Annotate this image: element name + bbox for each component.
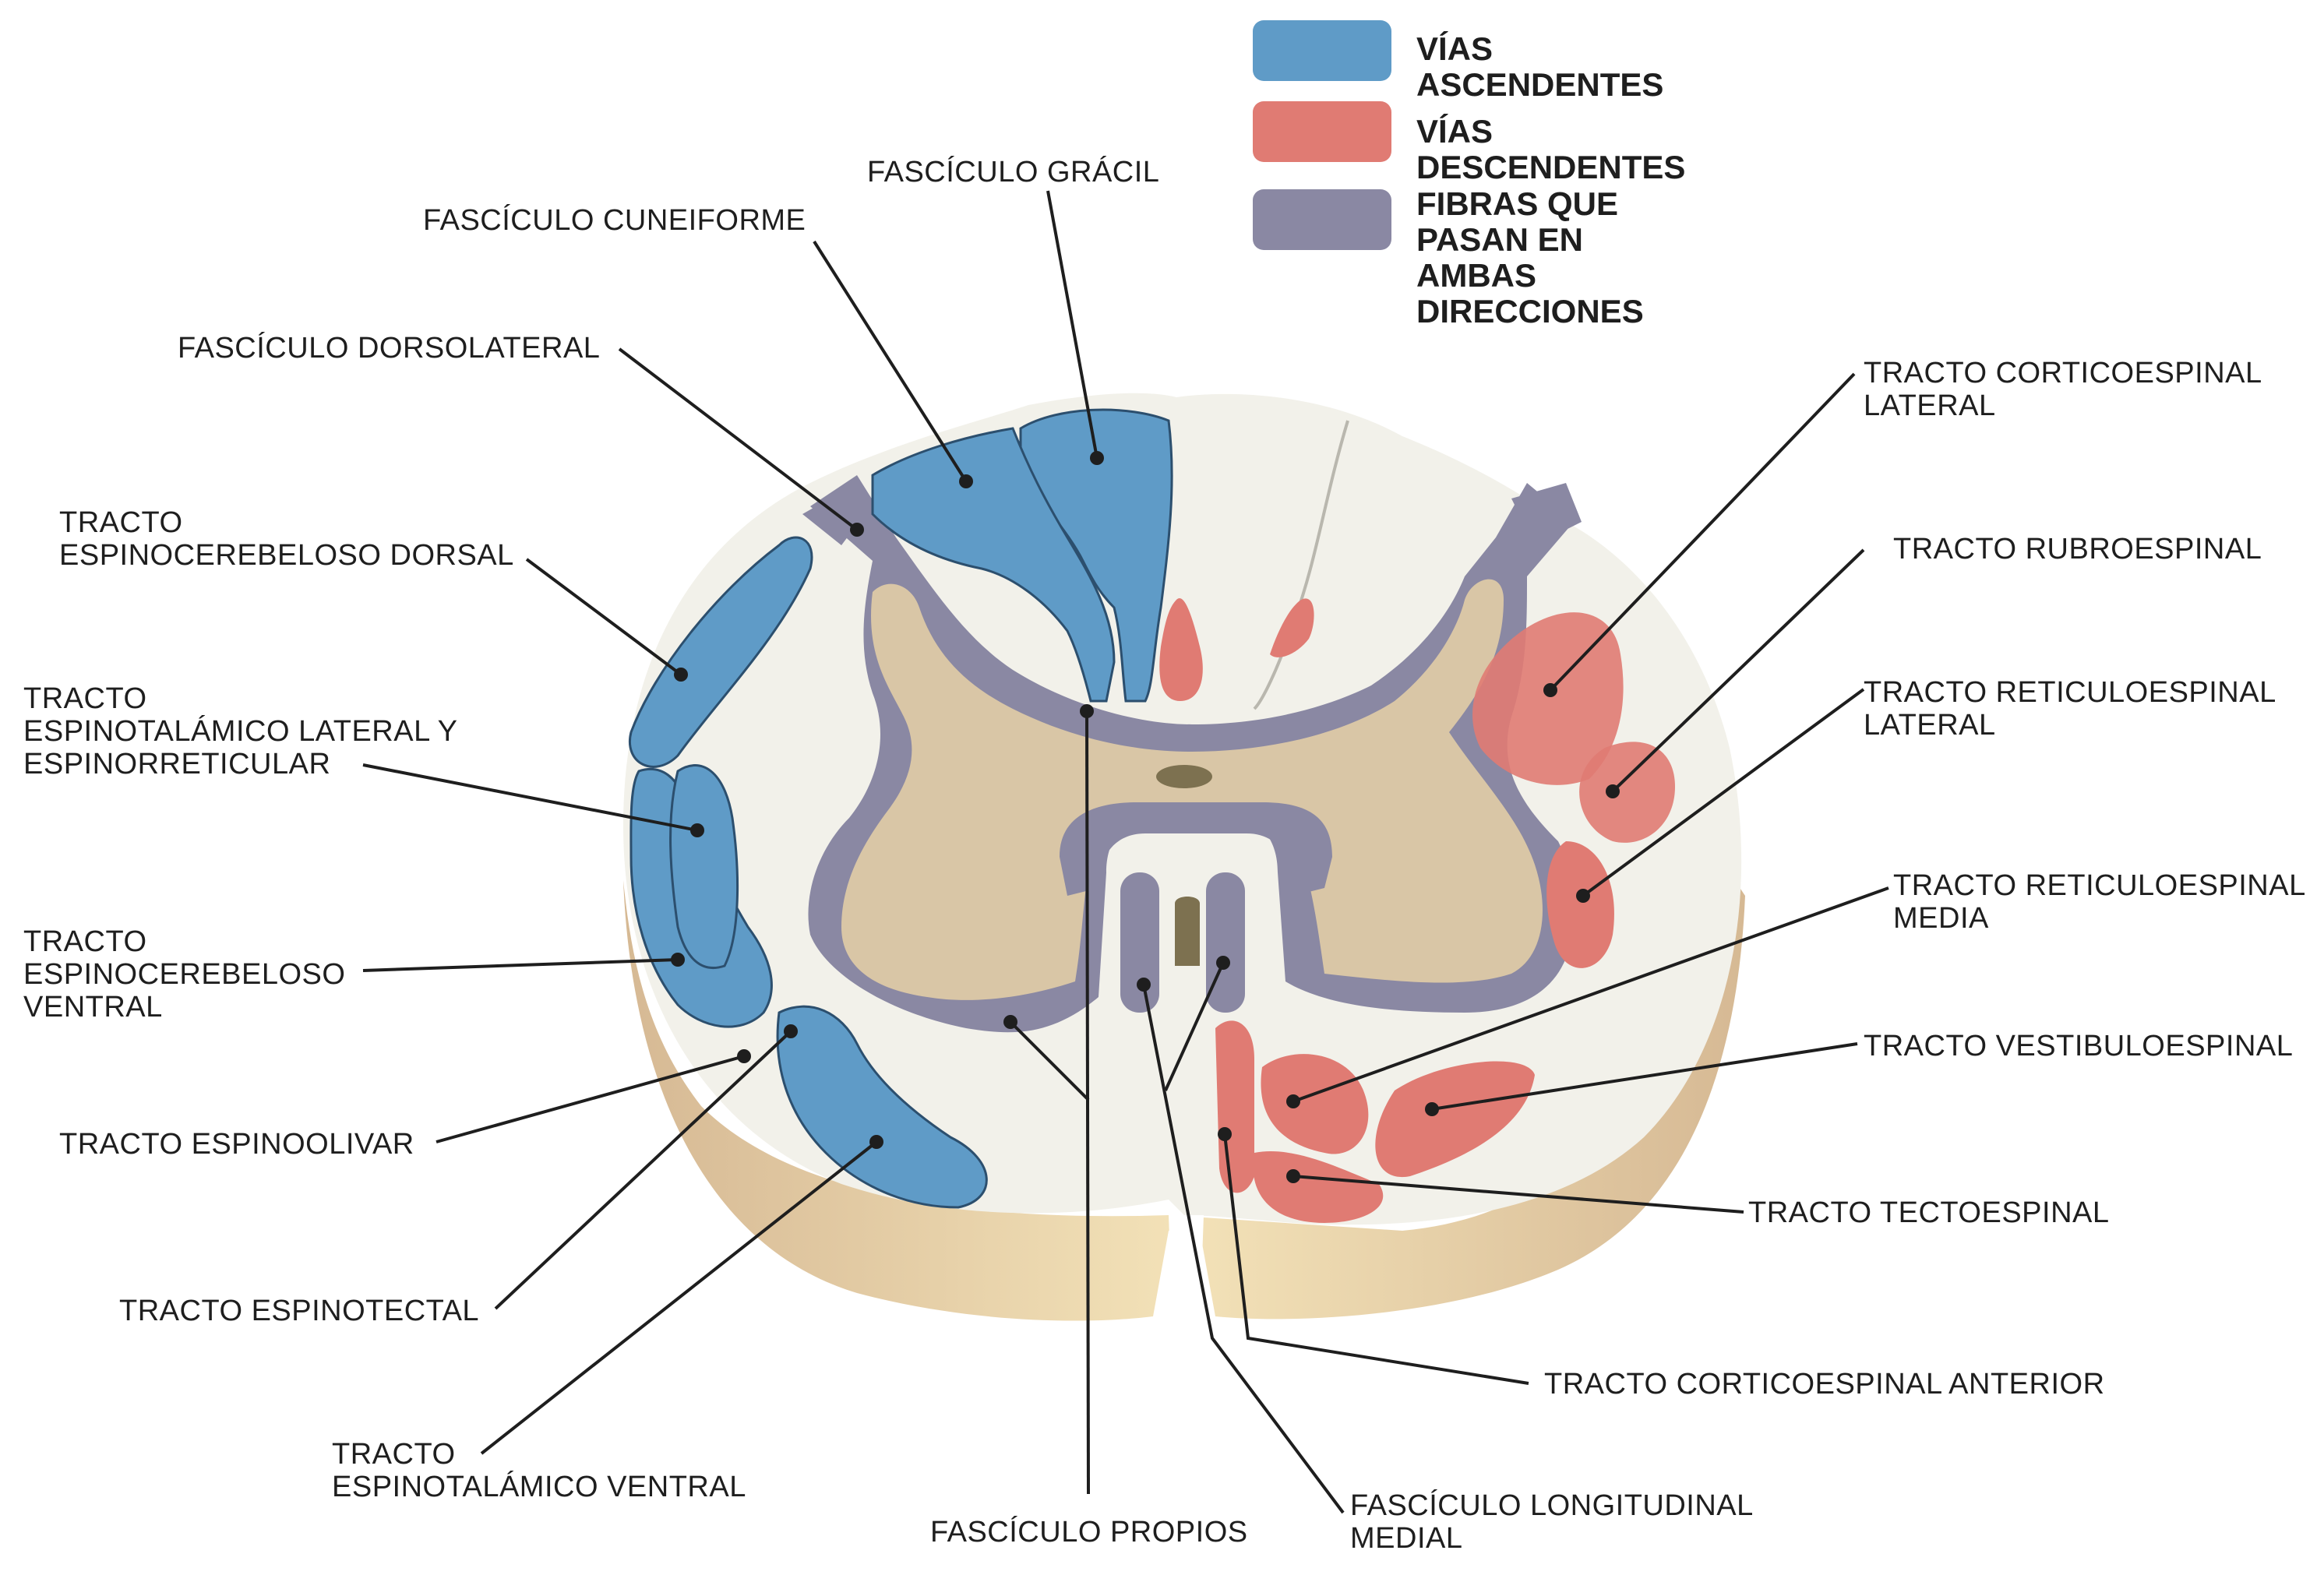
leader-fasciculo-gracil-dot (1090, 451, 1104, 465)
leader-corticoespinal-lateral (1549, 372, 1856, 692)
medial-column-left (1120, 872, 1159, 1013)
fasciculus-cuneatus (871, 427, 1116, 703)
label-fasciculo-dorsolateral: FASCÍCULO DORSOLATERAL (178, 332, 601, 365)
label-tracto-espinocerebeloso-ventral: TRACTO ESPINOCEREBELOSO VENTRAL (23, 925, 346, 1024)
tracto-vestibuloespinal (1375, 1061, 1535, 1178)
leader-lines (362, 190, 1889, 1514)
leader-corticoespinal-anterior-dot (1218, 1127, 1232, 1141)
leader-espinotectal (494, 1030, 792, 1310)
label-fasciculo-gracil: FASCÍCULO GRÁCIL (867, 156, 1160, 189)
leader-rubroespinal (1611, 548, 1865, 793)
pia-mater-rim (623, 872, 1745, 1321)
leader-longitudinal-medial (1142, 984, 1345, 1514)
label-tracto-espinotalamico-ventral: TRACTO ESPINOTALÁMICO VENTRAL (332, 1438, 746, 1503)
leader-espinocerebeloso-dorsal-dot (674, 668, 688, 682)
leader-corticoespinal-anterior (1223, 1133, 1529, 1385)
legend-swatch-ascending (1253, 20, 1391, 81)
dorsal-descending-spot-2 (1270, 598, 1314, 657)
legend-label-ascending: VÍAS ASCENDENTES (1416, 30, 1664, 103)
dorsal-descending-spot-1 (1159, 598, 1203, 701)
label-tracto-tectoespinal: TRACTO TECTOESPINAL (1748, 1196, 2110, 1229)
leader-espinotalamico-lateral (362, 763, 698, 832)
tracto-espinotalamico-ventral (776, 1005, 988, 1209)
label-tracto-rubroespinal: TRACTO RUBROESPINAL (1893, 533, 2262, 566)
label-tracto-reticuloespinal-lateral: TRACTO RETICULOESPINAL LATERAL (1864, 676, 2276, 742)
leader-fasciculo-propios-2-dot (1003, 1015, 1017, 1029)
tracto-espinocerebeloso-dorsal (629, 536, 813, 768)
medial-column-right (1206, 872, 1245, 1013)
label-fasciculo-propios: FASCÍCULO PROPIOS (930, 1516, 1248, 1549)
label-tracto-espinotalamico-lateral: TRACTO ESPINOTALÁMICO LATERAL Y ESPINORR… (23, 682, 458, 780)
tracto-rubroespinal (1579, 742, 1675, 843)
fasciculus-gracilis (1019, 408, 1173, 703)
leader-fasciculo-dorsolateral-dot (850, 523, 864, 537)
tracto-corticoespinal-anterior (1215, 1020, 1254, 1193)
leader-reticuloespinal-lateral-dot (1576, 889, 1590, 903)
leader-fasciculo-propios-3 (1164, 962, 1225, 1091)
legend-label-both: FIBRAS QUE PASAN EN AMBAS DIRECCIONES (1416, 185, 1644, 329)
leader-reticuloespinal-media-dot (1286, 1094, 1300, 1108)
leader-espinotalamico-lateral-dot (690, 823, 704, 837)
leader-espinotalamico-ventral (480, 1140, 878, 1455)
leader-vestibuloespinal (1431, 1042, 1858, 1111)
leader-fasciculo-dorsolateral (618, 347, 859, 531)
tracto-tectoespinal (1253, 1151, 1384, 1223)
label-tracto-reticuloespinal-media: TRACTO RETICULOESPINAL MEDIA (1893, 869, 2306, 935)
leader-espinoolivar-dot (737, 1049, 751, 1063)
tracto-reticuloespinal-media (1261, 1054, 1369, 1154)
leader-fasciculo-gracil (1046, 190, 1099, 459)
label-tracto-espinotectal: TRACTO ESPINOTECTAL (119, 1295, 480, 1327)
leader-espinotalamico-ventral-dot (869, 1135, 883, 1149)
leader-fasciculo-propios-dot (1080, 704, 1094, 718)
leader-espinoolivar (436, 1055, 745, 1143)
leader-reticuloespinal-lateral (1582, 688, 1865, 897)
leader-tectoespinal-dot (1286, 1169, 1300, 1183)
leader-espinocerebeloso-ventral (362, 958, 679, 972)
leader-fasciculo-cuneiforme (813, 240, 968, 483)
tracto-reticuloespinal-lateral (1546, 841, 1614, 968)
label-tracto-corticoespinal-anterior: TRACTO CORTICOESPINAL ANTERIOR (1544, 1368, 2105, 1401)
label-fasciculo-cuneiforme: FASCÍCULO CUNEIFORME (423, 204, 806, 237)
leader-fasciculo-cuneiforme-dot (959, 474, 973, 488)
legend-label-descending: VÍAS DESCENDENTES (1416, 113, 1686, 185)
leader-espinocerebeloso-dorsal (525, 558, 682, 676)
leader-longitudinal-medial-dot (1137, 978, 1151, 992)
leader-espinotectal-dot (784, 1024, 798, 1038)
leader-espinocerebeloso-ventral-dot (671, 953, 685, 967)
leader-fasciculo-propios (1085, 710, 1090, 1495)
label-tracto-espinoolivar: TRACTO ESPINOOLIVAR (59, 1128, 414, 1161)
anterior-commissure-arch (1060, 802, 1332, 896)
canal-spot (1156, 765, 1212, 788)
gray-matter (841, 579, 1543, 1000)
leader-fasciculo-propios-2 (1009, 1020, 1090, 1101)
leader-rubroespinal-dot (1606, 784, 1620, 798)
leader-tectoespinal (1292, 1175, 1744, 1214)
legend-swatch-both (1253, 189, 1391, 250)
central-canal (1175, 897, 1200, 966)
leader-reticuloespinal-media (1292, 886, 1889, 1103)
leader-corticoespinal-lateral-dot (1543, 683, 1557, 697)
label-fasciculo-longitudinal-medial: FASCÍCULO LONGITUDINAL MEDIAL (1350, 1489, 1754, 1555)
dorsolateral-band-right (1511, 483, 1582, 545)
label-tracto-vestibuloespinal: TRACTO VESTIBULOESPINAL (1864, 1030, 2294, 1062)
label-tracto-espinocerebeloso-dorsal: TRACTO ESPINOCEREBELOSO DORSAL (59, 506, 514, 572)
dorsolateral-band-left (802, 483, 865, 545)
leader-vestibuloespinal-dot (1425, 1102, 1439, 1116)
tracto-espinotalamico-lateral (669, 764, 739, 970)
leader-fasciculo-propios-3-dot (1216, 956, 1230, 970)
legend-swatch-descending (1253, 101, 1391, 162)
label-tracto-corticoespinal-lateral: TRACTO CORTICOESPINAL LATERAL (1864, 357, 2262, 422)
